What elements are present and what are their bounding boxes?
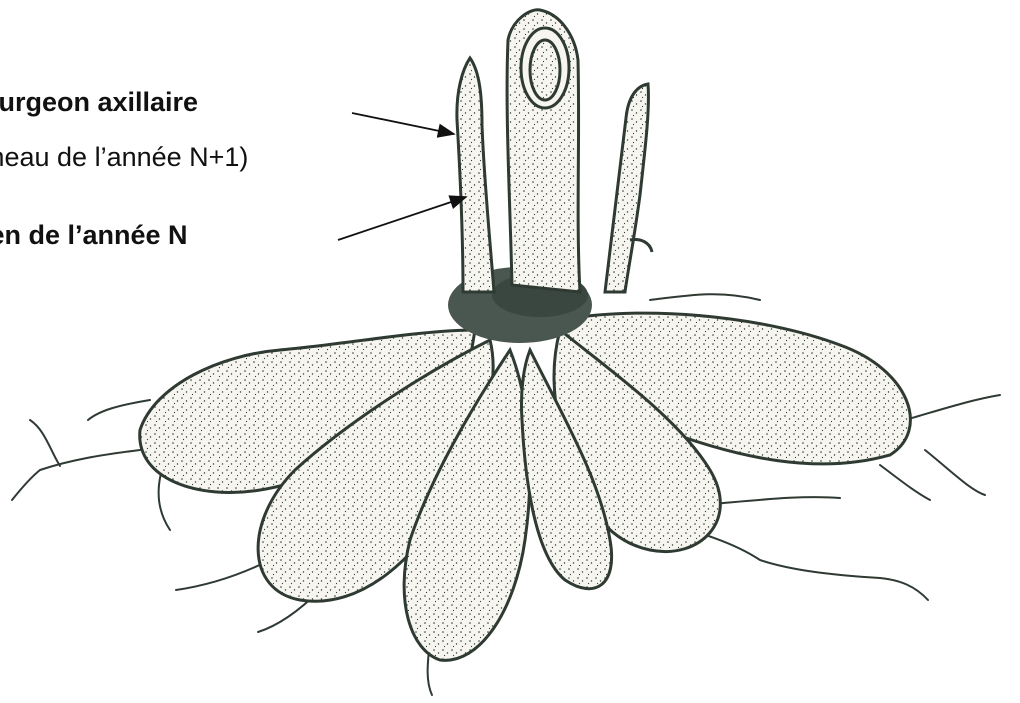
axillary-bud-sublabel: meau de l’année N+1): [0, 141, 248, 173]
stems: [457, 10, 652, 292]
annotation-leader-lines: [338, 113, 466, 240]
bud-leader-line: [352, 113, 454, 134]
left-annual-stem: [457, 58, 494, 292]
right-annual-stem: [605, 84, 648, 292]
stem-leader-line: [338, 197, 466, 240]
axillary-bud-label: ourgeon axillaire: [0, 86, 198, 118]
tuberous-roots: [140, 313, 911, 660]
annual-stem-label: ien de l’année N: [0, 219, 188, 251]
